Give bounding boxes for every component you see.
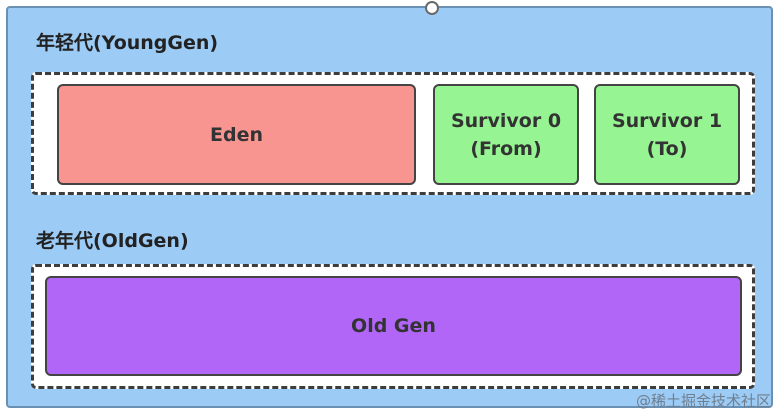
old-gen-label: 老年代(OldGen) xyxy=(36,230,189,252)
survivor-0-sublabel: (From) xyxy=(470,137,542,160)
survivor-0-label: Survivor 0 xyxy=(450,109,562,132)
eden-label: Eden xyxy=(210,123,263,146)
watermark: @稀土掘金技术社区 xyxy=(635,392,771,410)
survivor-1-sublabel: (To) xyxy=(646,137,688,160)
connection-handle[interactable] xyxy=(425,1,439,15)
survivor-1-label: Survivor 1 xyxy=(611,109,723,132)
old-gen-block-label: Old Gen xyxy=(351,315,436,337)
old-gen-block[interactable]: Old Gen xyxy=(45,276,742,376)
young-gen-label: 年轻代(YoungGen) xyxy=(36,32,219,54)
survivor-1-block[interactable]: Survivor 1 (To) xyxy=(594,84,740,185)
eden-block[interactable]: Eden xyxy=(57,84,416,185)
survivor-0-block[interactable]: Survivor 0 (From) xyxy=(433,84,579,185)
